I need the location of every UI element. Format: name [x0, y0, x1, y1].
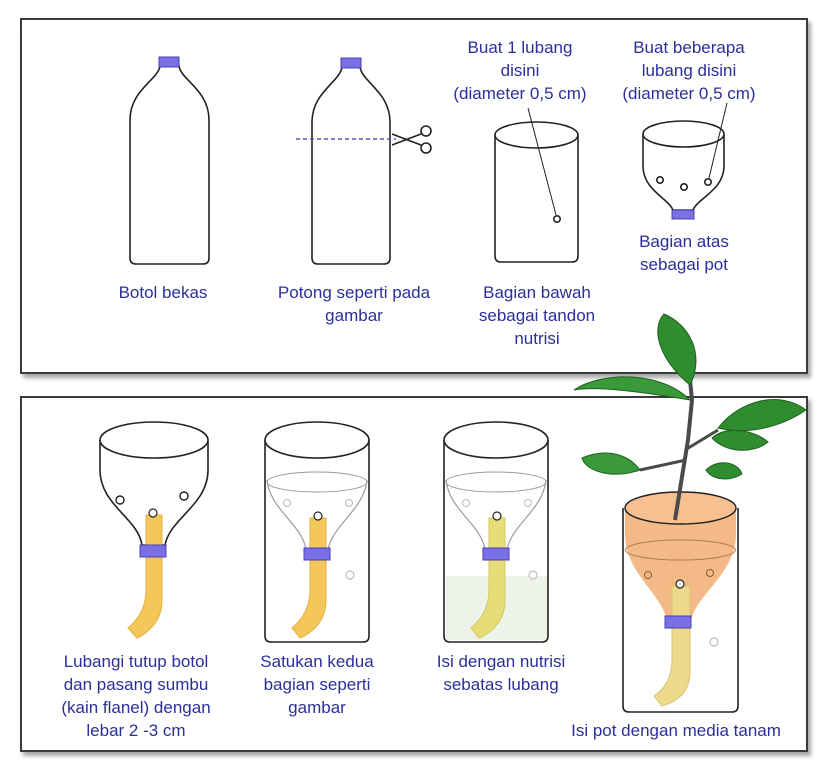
- caption-line: lebar 2 -3 cm: [86, 721, 186, 740]
- bottle-with-cut-line: [311, 57, 391, 265]
- caption-step6: Satukan kedua bagian seperti gambar: [242, 650, 392, 719]
- bottle-top-part: [642, 120, 725, 220]
- annotation-line: Buat beberapa: [633, 38, 745, 57]
- whole-bottle: [129, 56, 210, 265]
- caption-step4: Bagian atas sebagai pot: [616, 230, 752, 276]
- caption-line: Satukan kedua: [260, 652, 374, 671]
- caption-line: bagian seperti: [263, 675, 371, 694]
- potted-plant: [573, 313, 807, 713]
- single-hole: [552, 215, 561, 224]
- annotation-line: Buat 1 lubang: [467, 38, 573, 57]
- caption-line: Isi pot dengan media tanam: [571, 721, 781, 740]
- caption-step1: Botol bekas: [98, 281, 228, 304]
- caption-step8: Isi pot dengan media tanam: [548, 719, 804, 742]
- caption-line: sebagai tandon: [478, 306, 596, 325]
- caption-line: gambar: [325, 306, 383, 325]
- caption-line: nutrisi: [514, 329, 560, 348]
- caption-step7: Isi dengan nutrisi sebatas lubang: [418, 650, 584, 696]
- caption-line: (kain flanel) dengan: [61, 698, 211, 717]
- caption-line: gambar: [288, 698, 346, 717]
- annotation-bottom-hole: Buat 1 lubang disini (diameter 0,5 cm): [436, 36, 604, 105]
- caption-line: Isi dengan nutrisi: [436, 652, 566, 671]
- caption-line: dan pasang sumbu: [63, 675, 209, 694]
- caption-line: Lubangi tutup botol: [63, 652, 209, 671]
- caption-step5: Lubangi tutup botol dan pasang sumbu (ka…: [38, 650, 234, 742]
- annotation-line: (diameter 0,5 cm): [622, 84, 756, 103]
- pointer-line-top: [708, 102, 728, 179]
- caption-line: Botol bekas: [118, 283, 208, 302]
- pointer-line-bottom: [527, 107, 557, 216]
- assembled-with-nutrient: [443, 421, 549, 643]
- caption-line: Potong seperti pada: [277, 283, 431, 302]
- annotation-line: lubang disini: [641, 61, 737, 80]
- annotation-line: (diameter 0,5 cm): [453, 84, 587, 103]
- assembled-bottle: [264, 421, 370, 643]
- caption-step3: Bagian bawah sebagai tandon nutrisi: [462, 281, 612, 350]
- annotation-top-holes: Buat beberapa lubang disini (diameter 0,…: [606, 36, 772, 105]
- caption-line: sebatas lubang: [443, 675, 559, 694]
- bottle-bottom-part: [494, 121, 579, 263]
- top-part-with-wick: [99, 421, 209, 639]
- caption-line: Bagian bawah: [483, 283, 591, 302]
- caption-line: sebagai pot: [640, 255, 728, 274]
- annotation-line: disini: [500, 61, 540, 80]
- caption-step2: Potong seperti pada gambar: [254, 281, 454, 327]
- scissors-icon: [391, 125, 432, 154]
- caption-line: Bagian atas: [639, 232, 729, 251]
